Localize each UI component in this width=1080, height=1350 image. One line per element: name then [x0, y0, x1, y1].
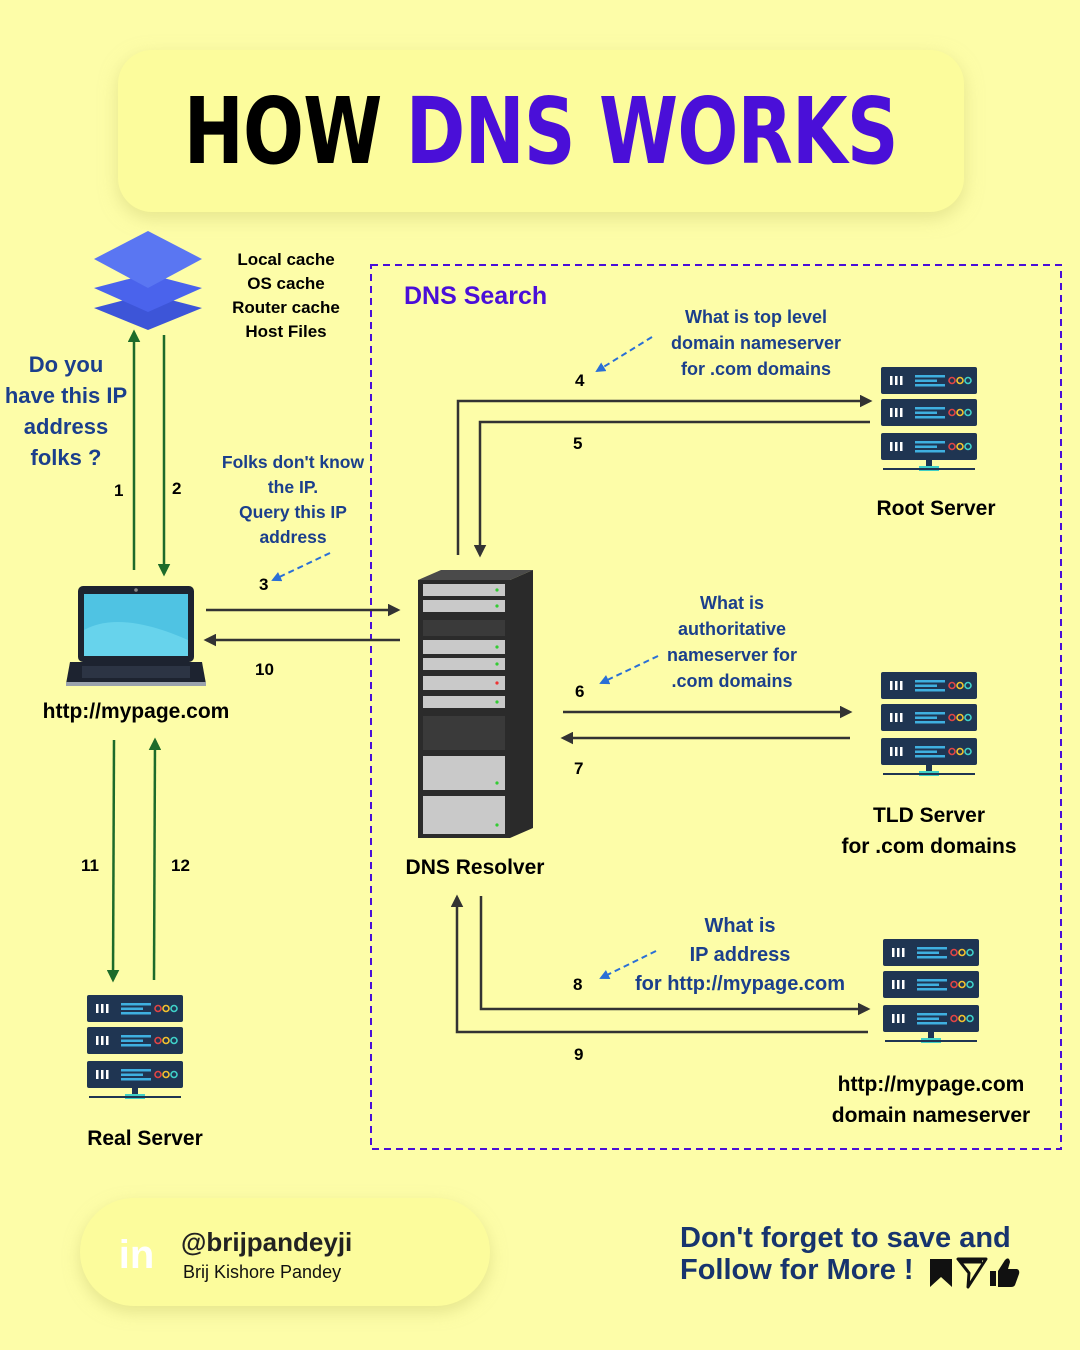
folks-note-line: the IP. — [267, 477, 319, 497]
linkedin-icon-text[interactable]: in — [118, 1233, 155, 1277]
auth-question: What is IP address for http://mypage.com — [610, 912, 870, 999]
arrow-step-12 — [148, 737, 162, 981]
title-word-dns-works: DNS WORKS — [406, 77, 899, 185]
tld-label-line: for .com domains — [841, 835, 1017, 858]
author-name: Brij Kishore Pandey — [183, 1262, 342, 1282]
root-question-line: domain nameserver — [670, 333, 842, 353]
cache-item: Router cache — [232, 298, 340, 317]
root-question: What is top level domain nameserver for … — [650, 304, 862, 382]
auth-question-line: What is — [704, 915, 776, 937]
real-server-icon — [87, 995, 183, 1099]
root-question-line: What is top level — [684, 307, 828, 327]
step-number: 5 — [573, 434, 583, 453]
folks-note-line: address — [259, 527, 327, 547]
cta-line: Follow for More ! — [680, 1254, 914, 1286]
root-server-icon — [881, 367, 977, 471]
arrow-step-11 — [106, 739, 120, 983]
tld-question-line: authoritative — [677, 619, 787, 639]
folks-note: Folks don't know the IP. Query this IP a… — [214, 450, 372, 550]
root-question-line: for .com domains — [680, 359, 832, 379]
step-number: 6 — [575, 682, 585, 701]
step-number: 3 — [259, 575, 269, 594]
step-number: 8 — [573, 975, 583, 994]
step-number: 7 — [574, 759, 584, 778]
step-number: 11 — [81, 856, 99, 875]
step-number: 9 — [574, 1045, 584, 1064]
send-icon — [956, 1257, 988, 1289]
resolver-label: DNS Resolver — [405, 856, 545, 879]
root-server-label: Root Server — [876, 497, 996, 520]
auth-server-icon — [883, 939, 979, 1043]
step-number: 12 — [171, 856, 190, 875]
cache-question: Do you have this IP address folks ? — [4, 352, 128, 470]
thumbs-up-icon — [990, 1258, 1020, 1287]
arrow-step-8 — [479, 896, 871, 1016]
tld-server-label: TLD Server for .com domains — [814, 800, 1044, 862]
tld-question-line: nameserver for — [666, 645, 798, 665]
folks-note-line: Query this IP — [239, 502, 347, 522]
tld-label-line: TLD Server — [872, 804, 986, 827]
arrow-step-5 — [473, 420, 870, 558]
pointer-folks-note — [271, 552, 331, 582]
cta-line: Don't forget to save and — [680, 1222, 1011, 1254]
arrow-step-4 — [456, 394, 873, 555]
laptop-icon — [66, 586, 206, 686]
arrow-step-9 — [450, 894, 868, 1034]
layers-icon — [94, 231, 202, 330]
auth-label-line: http://mypage.com — [837, 1073, 1025, 1096]
step-number: 1 — [114, 481, 124, 500]
pointer-root-question — [595, 336, 653, 373]
folks-note-line: Folks don't know — [221, 452, 365, 472]
bookmark-icon — [930, 1259, 952, 1287]
pointer-auth-question — [599, 950, 657, 979]
auth-label-line: domain nameserver — [831, 1104, 1031, 1127]
step-number: 10 — [255, 660, 274, 679]
cache-item: OS cache — [247, 274, 325, 293]
auth-question-line: IP address — [689, 944, 791, 966]
cta-text: Don't forget to save and Follow for More… — [680, 1222, 1011, 1286]
pointer-tld-question — [599, 655, 659, 685]
title-banner: HOW DNS WORKS — [118, 50, 964, 212]
auth-server-label: http://mypage.com domain nameserver — [808, 1069, 1054, 1131]
server-rack-icon — [418, 570, 533, 838]
page-title: HOW DNS WORKS — [183, 77, 899, 185]
cache-item: Local cache — [237, 250, 335, 269]
tld-question: What is authoritative nameserver for .co… — [652, 590, 812, 694]
tld-server-icon — [881, 672, 977, 776]
step-number: 2 — [172, 479, 182, 498]
social-handle[interactable]: @brijpandeyji — [181, 1227, 353, 1257]
cache-item: Host Files — [245, 322, 327, 341]
tld-question-line: .com domains — [671, 671, 793, 691]
dns-search-label: DNS Search — [404, 282, 548, 310]
title-word-how: HOW — [183, 77, 383, 185]
real-server-label: Real Server — [87, 1127, 203, 1150]
step-number: 4 — [575, 371, 585, 390]
tld-question-line: What is — [699, 593, 764, 613]
social-card — [80, 1198, 490, 1306]
cache-list: Local cache OS cache Router cache Host F… — [212, 248, 360, 344]
client-label: http://mypage.com — [42, 700, 230, 723]
auth-question-line: for http://mypage.com — [634, 973, 845, 995]
dns-search-box — [370, 264, 1062, 1150]
